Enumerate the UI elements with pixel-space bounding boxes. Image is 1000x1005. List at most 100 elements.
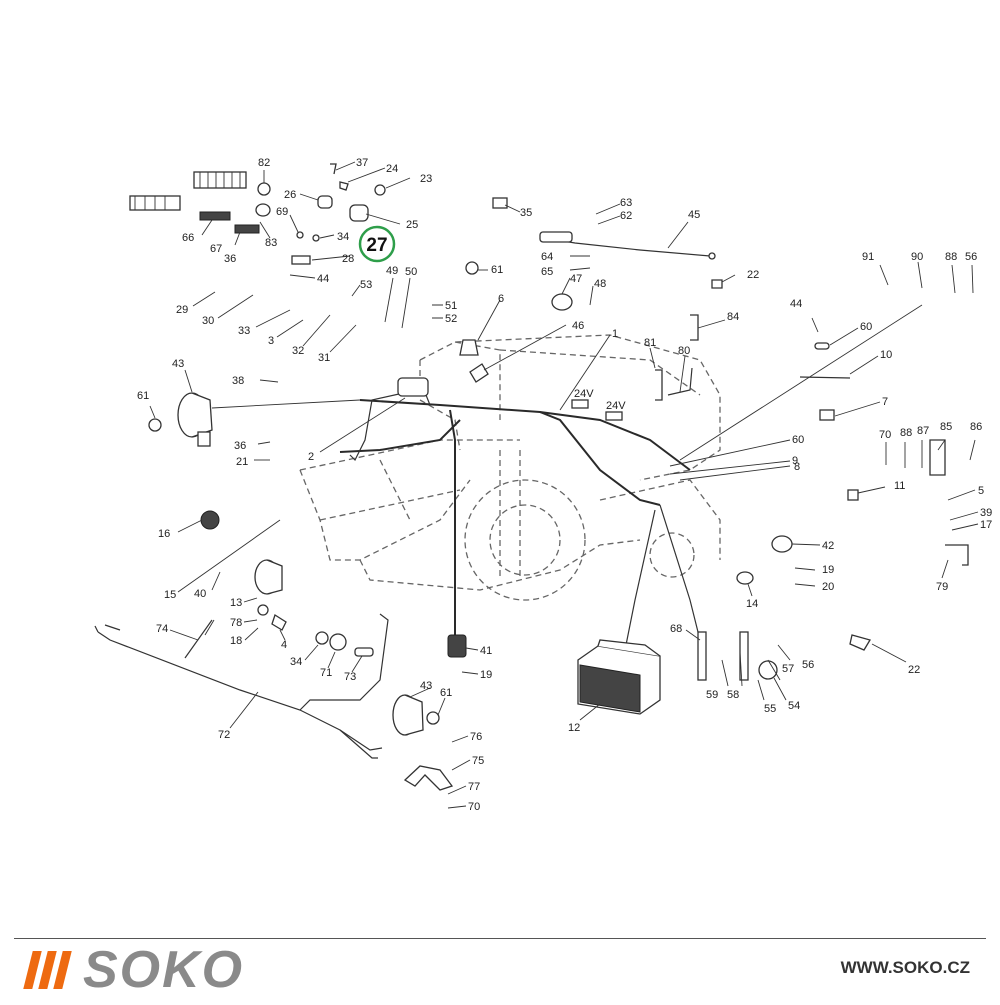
part-label: 81 bbox=[644, 337, 656, 349]
part-label: 61 bbox=[491, 264, 503, 276]
part-label: 90 bbox=[911, 251, 923, 263]
part-label: 38 bbox=[232, 375, 244, 387]
part-label: 19 bbox=[822, 564, 834, 576]
part-label: 32 bbox=[292, 345, 304, 357]
part-label: 11 bbox=[894, 480, 905, 492]
part-label: 24 bbox=[386, 163, 398, 175]
part-label: 19 bbox=[480, 669, 492, 681]
part-label: 80 bbox=[678, 345, 690, 357]
part-label: 65 bbox=[541, 266, 553, 278]
cable-45 bbox=[539, 231, 716, 260]
part-label: 53 bbox=[360, 279, 372, 291]
part-label: 29 bbox=[176, 304, 188, 316]
parts bbox=[129, 163, 969, 791]
part-label: 74 bbox=[156, 623, 168, 635]
part-label: 91 bbox=[862, 251, 874, 263]
part-label: 60 bbox=[792, 434, 804, 446]
machine-ghost-outline bbox=[299, 334, 721, 601]
part-label: 83 bbox=[265, 237, 277, 249]
part-label: 28 bbox=[342, 253, 354, 265]
battery-label: 24V bbox=[606, 400, 626, 412]
part-label: 9 bbox=[792, 455, 798, 467]
part-label: 61 bbox=[440, 687, 452, 699]
part-label: 56 bbox=[802, 659, 814, 671]
part-label: 40 bbox=[194, 588, 206, 600]
part-label: 55 bbox=[764, 703, 776, 715]
part-label: 36 bbox=[234, 440, 246, 452]
part-label: 87 bbox=[917, 425, 929, 437]
footer-divider bbox=[14, 938, 986, 939]
part-label: 59 bbox=[706, 689, 718, 701]
leader-lines bbox=[149, 161, 979, 809]
part-label: 56 bbox=[965, 251, 977, 263]
part-label: 4 bbox=[281, 639, 287, 651]
part-label: 22 bbox=[747, 269, 759, 281]
main-harness bbox=[339, 379, 701, 651]
part-label: 86 bbox=[970, 421, 982, 433]
part-label: 37 bbox=[356, 157, 368, 169]
part-label: 44 bbox=[317, 273, 329, 285]
part-label: 43 bbox=[420, 680, 432, 692]
part-label: 61 bbox=[137, 390, 149, 402]
part-label: 52 bbox=[445, 313, 457, 325]
soko-logo[interactable]: SOKO bbox=[23, 944, 244, 996]
part-label: 76 bbox=[470, 731, 482, 743]
part-label: 50 bbox=[405, 266, 417, 278]
part-label: 36 bbox=[224, 253, 236, 265]
part-label: 42 bbox=[822, 540, 834, 552]
part-label: 84 bbox=[727, 311, 739, 323]
part-label: 45 bbox=[688, 209, 700, 221]
logo-bar bbox=[53, 951, 72, 989]
part-label: 88 bbox=[945, 251, 957, 263]
highlighted-part-number: 27 bbox=[366, 235, 387, 256]
part-label: 41 bbox=[480, 645, 492, 657]
part-label: 21 bbox=[236, 456, 248, 468]
part-label: 20 bbox=[822, 581, 834, 593]
part-label: 64 bbox=[541, 251, 553, 263]
part-label: 33 bbox=[238, 325, 250, 337]
part-label: 58 bbox=[727, 689, 739, 701]
part-label: 49 bbox=[386, 265, 398, 277]
part-label: 79 bbox=[936, 581, 948, 593]
part-label: 71 bbox=[320, 667, 332, 679]
part-labels: 82 37 24 23 26 69 34 25 66 67 83 36 28 4… bbox=[137, 157, 992, 813]
part-label: 75 bbox=[472, 755, 484, 767]
part-label: 16 bbox=[158, 528, 170, 540]
part-label: 18 bbox=[230, 635, 242, 647]
part-label: 10 bbox=[880, 349, 892, 361]
part-label: 48 bbox=[594, 278, 606, 290]
part-label: 70 bbox=[879, 429, 891, 441]
battery-label: 24V bbox=[574, 388, 594, 400]
part-label: 68 bbox=[670, 623, 682, 635]
part-label: 57 bbox=[782, 663, 794, 675]
part-label: 2 bbox=[308, 451, 314, 463]
part-label: 15 bbox=[164, 589, 176, 601]
part-label: 67 bbox=[210, 243, 222, 255]
part-label: 23 bbox=[420, 173, 432, 185]
part-label: 8 bbox=[794, 461, 800, 473]
part-label: 66 bbox=[182, 232, 194, 244]
part-label: 44 bbox=[790, 298, 802, 310]
part-label: 62 bbox=[620, 210, 632, 222]
logo-bars-icon bbox=[23, 951, 72, 989]
part-label: 14 bbox=[746, 598, 758, 610]
part-label: 77 bbox=[468, 781, 480, 793]
part-label: 1 bbox=[612, 328, 618, 340]
part-label: 70 bbox=[468, 801, 480, 813]
part-label: 22 bbox=[908, 664, 920, 676]
part-label: 25 bbox=[406, 219, 418, 231]
battery-12 bbox=[577, 639, 661, 715]
website-link[interactable]: WWW.SOKO.CZ bbox=[840, 958, 970, 977]
part-label: 39 bbox=[980, 507, 992, 519]
part-label: 35 bbox=[520, 207, 532, 219]
cable-72 bbox=[94, 613, 389, 759]
part-label: 63 bbox=[620, 197, 632, 209]
part-label: 43 bbox=[172, 358, 184, 370]
part-label: 46 bbox=[572, 320, 584, 332]
part-label: 34 bbox=[290, 656, 302, 668]
part-label: 17 bbox=[980, 519, 992, 531]
part-label: 34 bbox=[337, 231, 349, 243]
part-label: 12 bbox=[568, 722, 580, 734]
part-label: 47 bbox=[570, 273, 582, 285]
